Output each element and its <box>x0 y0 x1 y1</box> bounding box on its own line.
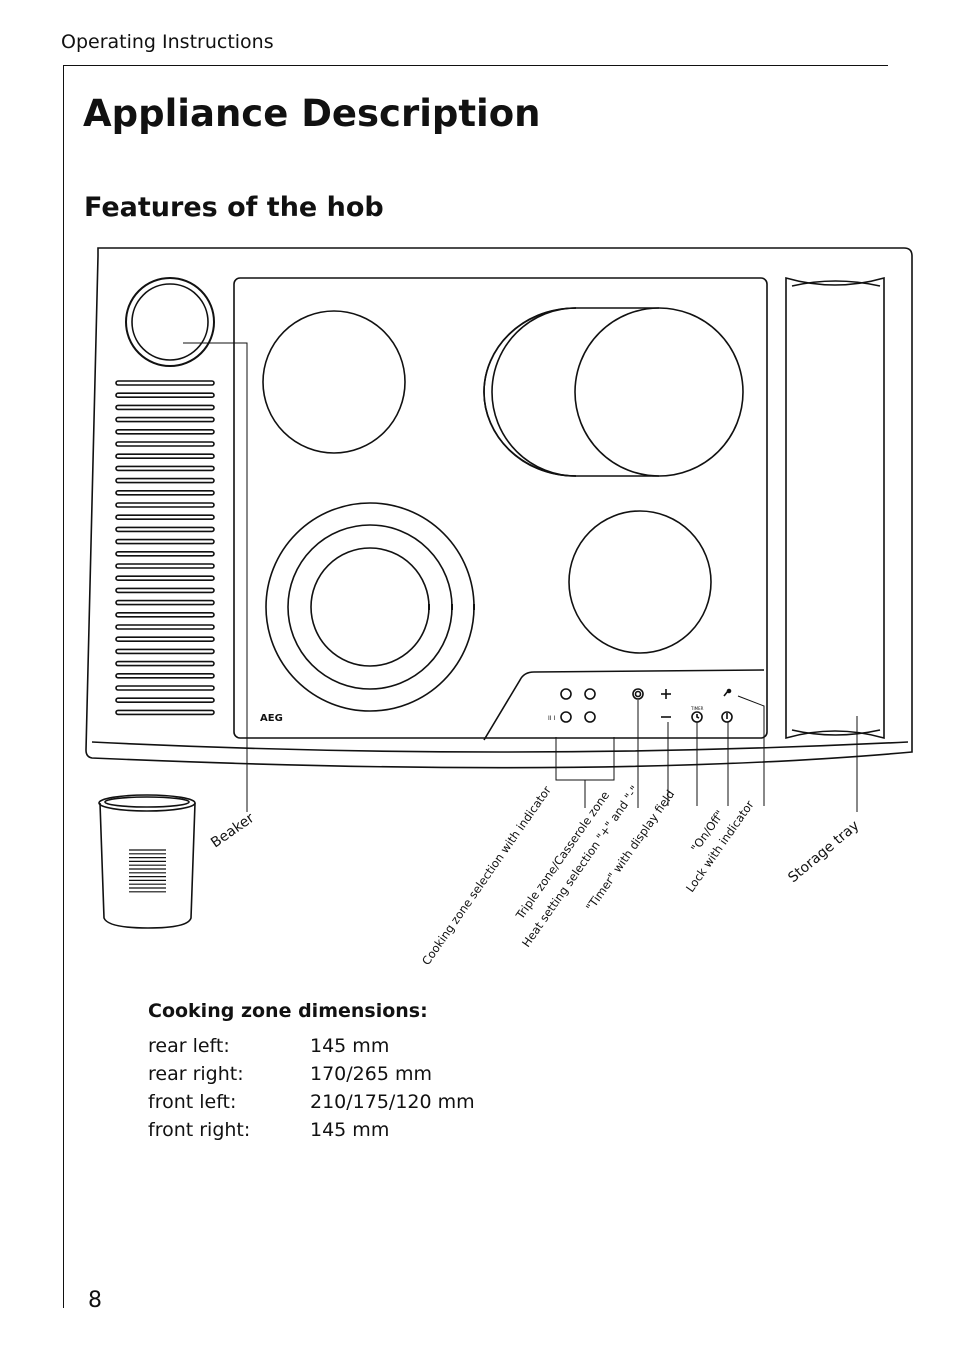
dimension-label: rear left: <box>148 1035 230 1057</box>
zone-small-label: II I <box>548 715 555 722</box>
section-title: Features of the hob <box>84 192 384 223</box>
dimension-row: front right: 145 mm <box>148 1116 475 1144</box>
plus-button[interactable] <box>661 689 671 699</box>
vent-slot <box>115 380 215 386</box>
callout-storage-tray: Storage tray <box>785 818 862 886</box>
ventilation-slots <box>115 380 215 716</box>
zone-rear-right-oval <box>576 307 659 477</box>
on-off-button[interactable] <box>721 711 733 723</box>
beaker <box>98 794 196 929</box>
vent-slot <box>115 587 215 594</box>
zone-select-front-right[interactable] <box>584 711 596 723</box>
callout-beaker: Beaker <box>208 810 257 851</box>
zone-rear-left <box>262 310 406 454</box>
clock-icon <box>696 714 700 719</box>
zone-front-left-middle <box>287 524 453 690</box>
vent-slot <box>115 685 215 691</box>
running-header: Operating Instructions <box>61 31 274 53</box>
dimension-label: rear right: <box>148 1063 244 1085</box>
vent-slot <box>115 611 215 618</box>
glass-surface <box>233 277 768 739</box>
dimension-label: front left: <box>148 1091 237 1113</box>
dimension-value: 145 mm <box>310 1119 390 1141</box>
vent-slot <box>115 416 215 423</box>
vent-slot <box>115 477 215 484</box>
vent-slot <box>115 441 215 447</box>
vent-slot <box>115 563 215 569</box>
vent-slot <box>115 526 215 533</box>
vent-slot <box>115 502 215 508</box>
beaker-holder <box>125 277 215 367</box>
timer-small-label: TIMER <box>690 706 704 711</box>
vent-slot <box>115 392 215 399</box>
dimension-row: rear right: 170/265 mm <box>148 1060 475 1088</box>
vent-slot <box>115 538 215 545</box>
dimension-value: 145 mm <box>310 1035 390 1057</box>
cooking-zone-dimensions: Cooking zone dimensions: rear left: 145 m… <box>148 1000 475 1144</box>
dimension-label: front right: <box>148 1119 251 1141</box>
control-panel <box>483 669 765 741</box>
vent-slot <box>115 453 215 460</box>
beaker-holder-inner <box>131 283 209 361</box>
zone-rear-right-extension <box>491 307 577 477</box>
storage-tray <box>785 276 885 740</box>
dimension-value: 210/175/120 mm <box>310 1091 475 1113</box>
vent-slot <box>115 550 215 557</box>
leader-lines <box>183 342 858 812</box>
vent-slot <box>115 624 215 630</box>
vent-slot <box>115 697 215 704</box>
page-title: Appliance Description <box>83 92 541 135</box>
vent-slot <box>115 465 215 472</box>
dimension-row: rear left: 145 mm <box>148 1032 475 1060</box>
hob-outline <box>85 247 913 769</box>
zone-front-left-inner <box>310 547 430 667</box>
dimension-value: 170/265 mm <box>310 1063 432 1085</box>
zone-rear-right-outer <box>483 307 577 477</box>
vent-slot <box>115 660 215 667</box>
vent-slot <box>115 648 215 655</box>
dimensions-heading: Cooking zone dimensions: <box>148 1000 428 1022</box>
vent-slot <box>115 672 215 679</box>
zone-front-left-marks <box>428 604 475 610</box>
storage-tray-bottom <box>791 729 881 736</box>
vent-slot <box>115 636 215 643</box>
zone-rear-right-back <box>483 307 577 477</box>
vent-slot <box>115 709 215 716</box>
dimension-row: front left: 210/175/120 mm <box>148 1088 475 1116</box>
key-icon-head <box>726 688 732 694</box>
storage-tray-top <box>791 280 881 287</box>
vent-slot <box>115 575 215 582</box>
triple-zone-button[interactable] <box>632 688 644 700</box>
zone-select-rear-left[interactable] <box>560 688 572 700</box>
hob-front-edge <box>91 741 909 753</box>
margin-rule <box>63 65 64 1308</box>
header-rule <box>63 65 888 66</box>
vent-slot <box>115 404 215 411</box>
vent-slot <box>115 428 215 435</box>
zone-rear-right <box>574 307 744 477</box>
zone-front-left-outer <box>265 502 475 712</box>
vent-slot <box>115 489 215 496</box>
zone-select-rear-right[interactable] <box>584 688 596 700</box>
page-number: 8 <box>88 1288 102 1313</box>
zone-select-front-left[interactable] <box>560 711 572 723</box>
vent-slot <box>115 599 215 606</box>
brand-logo: AEG <box>260 713 283 724</box>
hob-diagram: II I TIMER AEG Beaker Cooking zone selec… <box>85 247 913 968</box>
vent-slot <box>115 514 215 521</box>
triple-zone-icon <box>634 690 642 698</box>
zone-front-right <box>568 510 712 654</box>
